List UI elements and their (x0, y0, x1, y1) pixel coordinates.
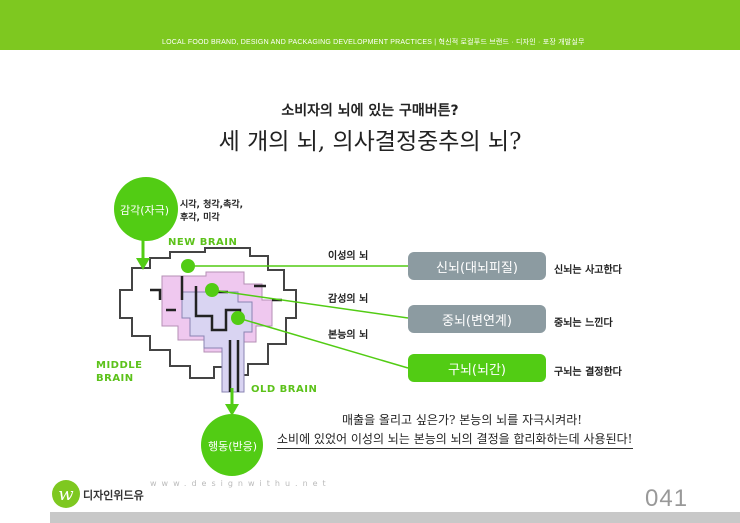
dot-old-brain (231, 311, 245, 325)
box-old-brain: 구뇌(뇌간) (408, 354, 546, 382)
quote-line2: 소비에 있었어 이성의 뇌는 본능의 뇌의 결정을 합리화하는데 사용된다! (277, 430, 633, 449)
row-middle-left-label: 감성의 뇌 (328, 294, 369, 305)
new-brain-label: NEW BRAIN (168, 237, 238, 248)
page-number: 041 (645, 485, 689, 512)
output-arrow-head (225, 404, 239, 416)
brand-logo-text: 디자인위드유 (83, 489, 144, 502)
slide-title: 세 개의 뇌, 의사결정중추의 뇌? (218, 129, 522, 155)
website-url: www.designwithu.net (150, 479, 331, 488)
box-middle-brain: 중뇌(변연계) (408, 305, 546, 333)
middle-brain-label-line2: BRAIN (96, 373, 134, 384)
output-circle-label: 행동(반응) (208, 440, 258, 453)
row-new-right-label: 신뇌는 사고한다 (554, 265, 622, 276)
header-bar: LOCAL FOOD BRAND, DESIGN AND PACKAGING D… (0, 0, 740, 50)
middle-brain-label-line1: MIDDLE (96, 360, 143, 371)
connector-old (237, 317, 409, 369)
row-middle-right-label: 중뇌는 느낀다 (554, 318, 613, 329)
row-old-right-label: 구뇌는 결정한다 (554, 367, 622, 378)
senses-label-line1: 시각, 청각,촉각, (180, 200, 244, 210)
slide-subtitle: 소비자의 뇌에 있는 구매버튼? (281, 103, 459, 119)
connector-middle (211, 289, 409, 319)
senses-label-line2: 후각, 미각 (180, 213, 220, 223)
quote-line1: 매출을 올리고 싶은가? 본능의 뇌를 자극시켜라! (342, 413, 583, 427)
input-arrow-head (136, 258, 150, 270)
old-brain-label: OLD BRAIN (251, 384, 318, 395)
brand-logo-icon: w (52, 480, 80, 508)
header-bar-text: LOCAL FOOD BRAND, DESIGN AND PACKAGING D… (162, 39, 585, 46)
dot-middle-brain (205, 283, 219, 297)
row-old-left-label: 본능의 뇌 (328, 330, 369, 341)
row-new-left-label: 이성의 뇌 (328, 251, 369, 262)
output-circle (201, 414, 263, 476)
input-circle (114, 177, 178, 241)
dot-new-brain (181, 259, 195, 273)
footer-bar (50, 512, 740, 523)
input-circle-label: 감각(자극) (120, 204, 170, 217)
box-new-brain: 신뇌(대뇌피질) (408, 252, 546, 280)
